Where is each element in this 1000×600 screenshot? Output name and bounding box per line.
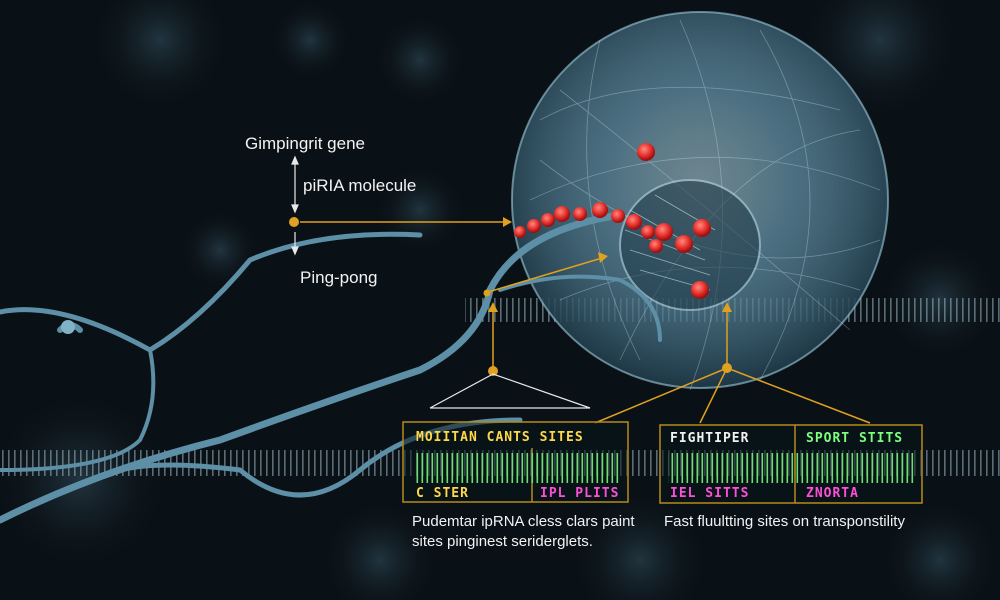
pirna-particles [514, 143, 711, 299]
connector-node-gene [289, 217, 299, 227]
pingpong-label: Ping-pong [300, 268, 378, 287]
left-caption-line-2: sites pinginest seriderglets. [412, 533, 593, 550]
gene-label: Gimpingrit gene [245, 134, 366, 153]
label-arrows [291, 155, 299, 256]
connector-node-right [722, 363, 732, 373]
connector-node-left [488, 366, 498, 376]
left-panel [402, 421, 629, 503]
left-caption-line-1: Pudemtar ipRNA cless clars paint [412, 513, 635, 530]
right-caption: Fast fluultting sites on transponstility [664, 513, 905, 530]
panel-pointer [429, 373, 591, 409]
left-caption: Pudemtar ipRNA cless clars paint sites p… [412, 512, 635, 552]
strand-knot [61, 320, 75, 334]
right-panel [659, 424, 923, 504]
left-panel-top-label: MOIITAN CANTS SITES [416, 430, 584, 445]
right-panel-bottom-left-label: IEL SITTS [670, 486, 750, 501]
left-panel-bottom-left-label: C STER [416, 486, 469, 501]
cell-sphere [511, 11, 889, 391]
annotation-connectors [300, 217, 871, 424]
molecule-label: piRIA molecule [303, 176, 417, 195]
right-panel-top-left-label: FIGHTIPER [670, 431, 750, 446]
right-panel-top-right-label: SPORT STITS [806, 431, 904, 446]
right-panel-bottom-right-label: ZNORTA [806, 486, 859, 501]
connector-node-strand [483, 289, 491, 297]
left-panel-bottom-right-label: IPL PLITS [540, 486, 620, 501]
